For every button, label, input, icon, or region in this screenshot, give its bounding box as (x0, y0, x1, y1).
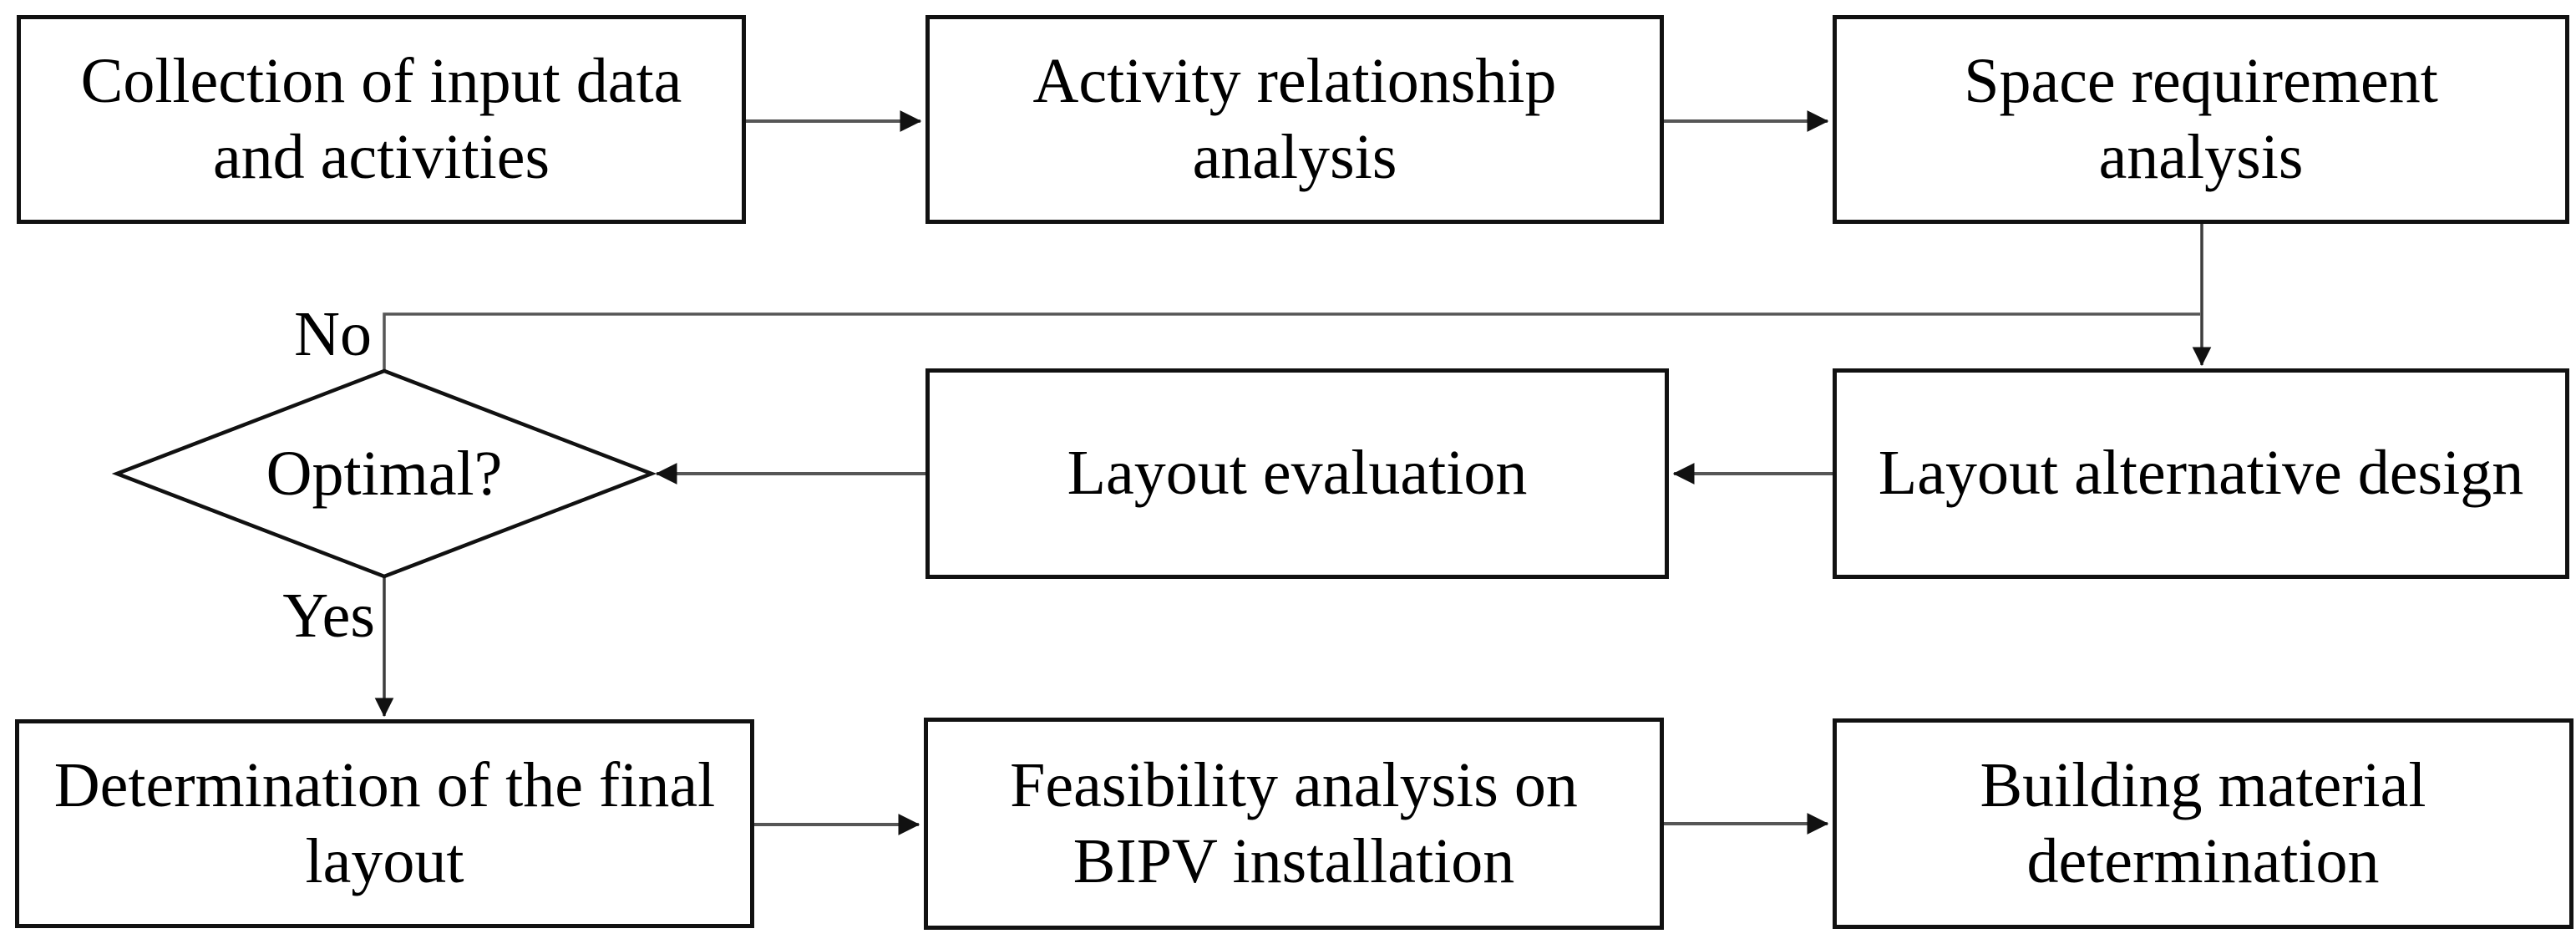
node-label-line: analysis (2098, 122, 2304, 192)
node-label-line: determination (2026, 826, 2380, 896)
decision-diamond (111, 368, 657, 579)
node-building-material-determination: Building material determination (1833, 718, 2573, 929)
node-feasibility-analysis-bipv: Feasibility analysis on BIPV installatio… (924, 718, 1664, 930)
node-label-line: Building material (1980, 749, 2426, 820)
node-label-line: Collection of input data (80, 45, 682, 116)
node-label-line: Activity relationship (1032, 45, 1557, 116)
node-determination-of-final-layout: Determination of the final layout (15, 719, 754, 928)
node-label-line: Layout evaluation (1067, 438, 1528, 509)
node-label-line: BIPV installation (1072, 826, 1515, 896)
node-label-line: Determination of the final (53, 749, 716, 820)
decision-label-optimal: Optimal? (266, 439, 503, 509)
node-label-line: layout (305, 826, 464, 896)
node-layout-alternative-design: Layout alternative design (1833, 368, 2569, 579)
node-space-requirement-analysis: Space requirement analysis (1833, 15, 2569, 224)
node-activity-relationship-analysis: Activity relationship analysis (925, 15, 1664, 224)
edge-label-yes: Yes (282, 581, 375, 651)
node-layout-evaluation: Layout evaluation (925, 368, 1669, 579)
node-label-line: analysis (1192, 122, 1397, 192)
node-label-line: Feasibility analysis on (1010, 749, 1578, 820)
node-collection-of-input-data: Collection of input data and activities (17, 15, 746, 224)
node-label-line: Space requirement (1964, 45, 2438, 116)
connector-no-loop (383, 312, 2200, 371)
node-label-line: Layout alternative design (1878, 438, 2524, 509)
edge-label-no: No (294, 299, 372, 369)
node-label-line: and activities (212, 122, 550, 192)
